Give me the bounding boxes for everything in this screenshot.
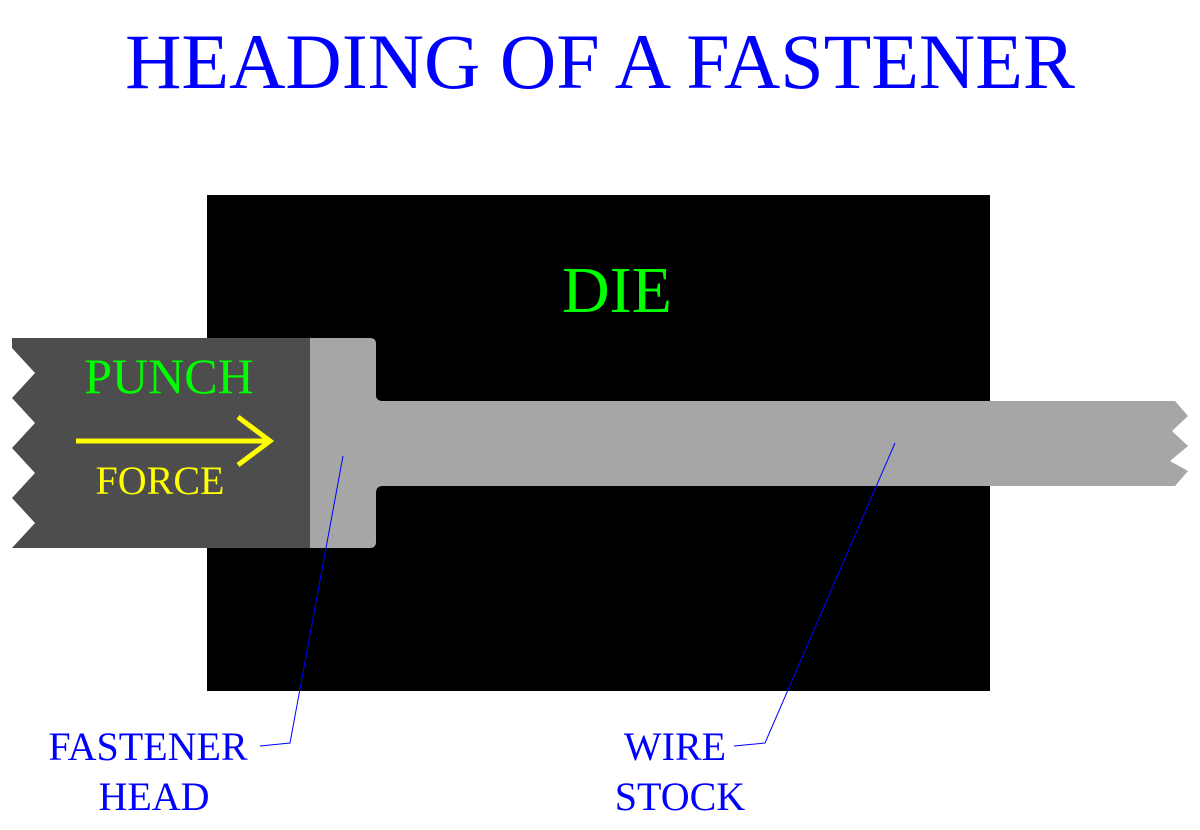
wire-stock-label-line2: STOCK	[615, 774, 746, 819]
force-arrow-icon	[76, 415, 275, 467]
fastener-head-label-line1: FASTENER	[48, 724, 248, 769]
diagram-title: HEADING OF A FASTENER	[125, 18, 1075, 105]
punch-label: PUNCH	[84, 348, 253, 404]
fastener-head-leader-line	[259, 455, 344, 747]
force-label: FORCE	[96, 458, 225, 503]
die-label: DIE	[562, 254, 672, 327]
wire-stock-leader-line	[733, 442, 896, 747]
fastener-head-label-line2: HEAD	[98, 774, 209, 819]
wire-stock-and-head	[308, 338, 1188, 548]
wire-stock-label-line1: WIRE	[624, 724, 726, 769]
